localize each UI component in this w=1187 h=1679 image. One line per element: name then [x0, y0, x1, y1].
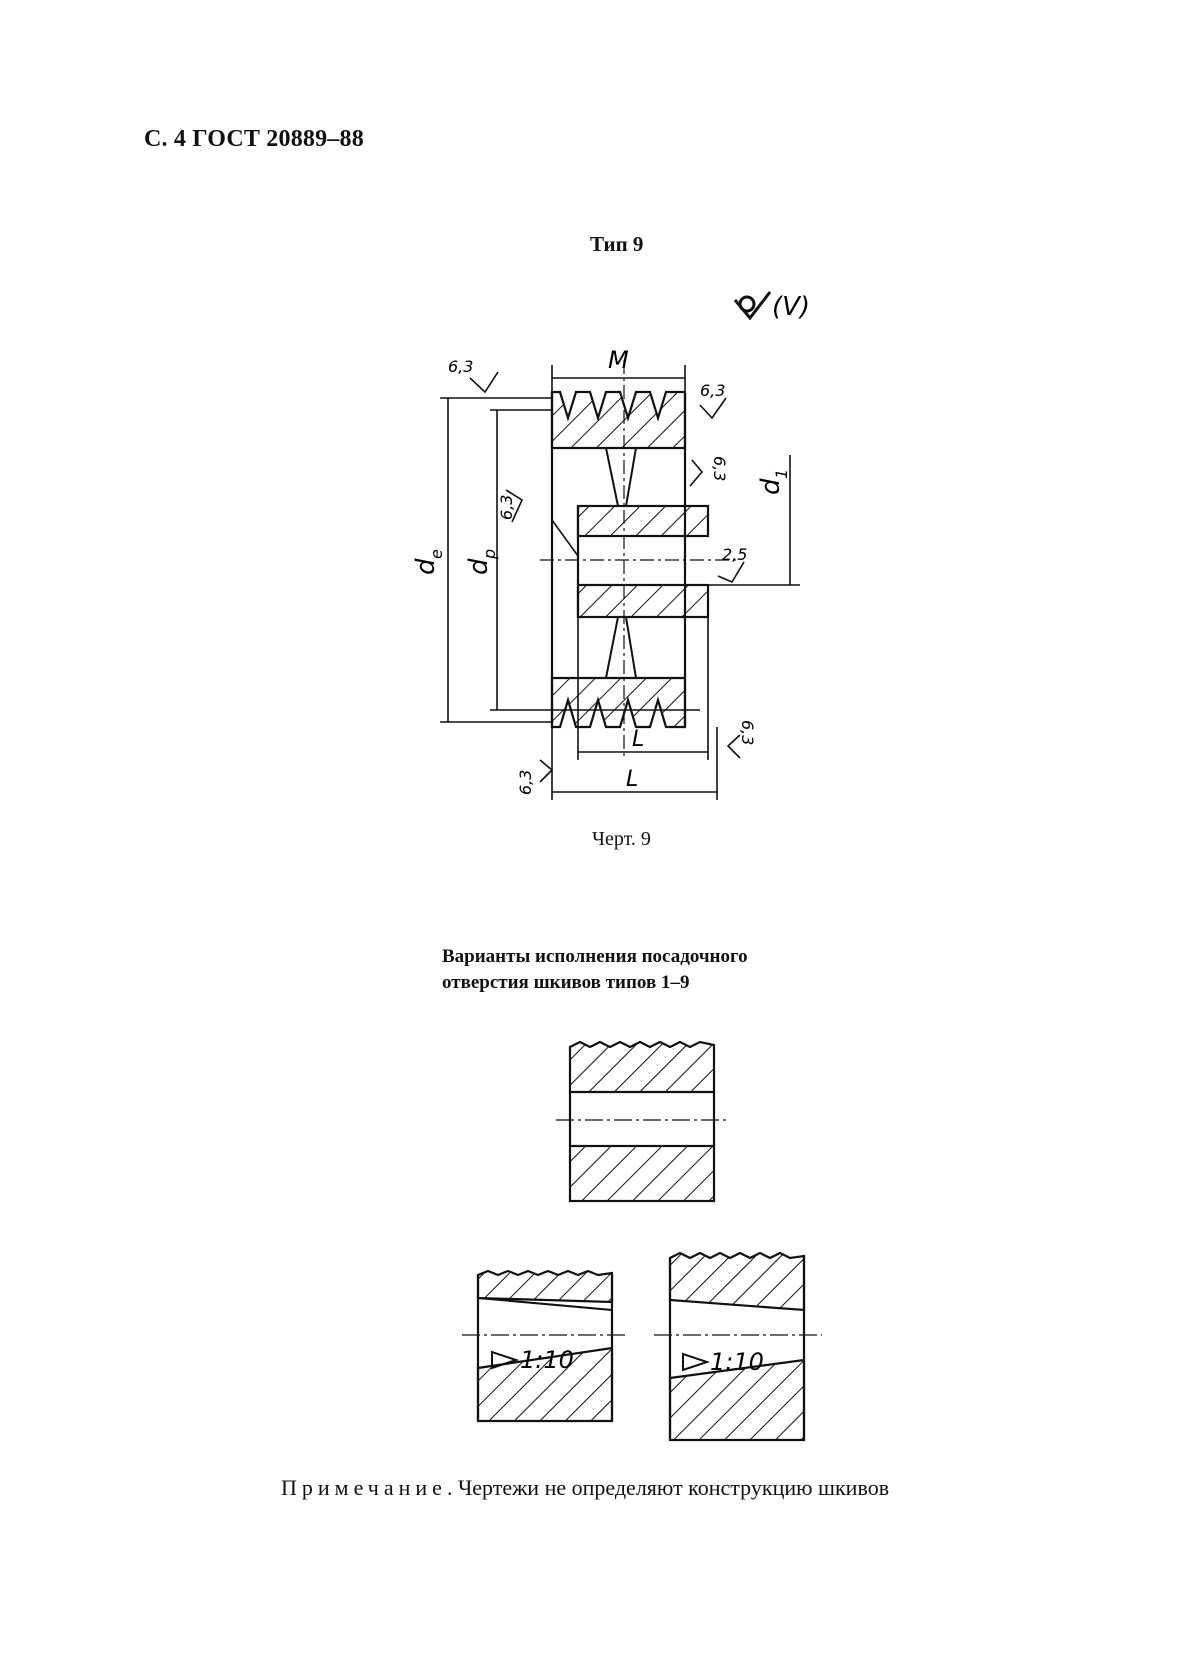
dim-de-sub: e	[427, 549, 446, 559]
dim-d1-label: d	[756, 478, 786, 495]
dim-dp-sub: p	[480, 549, 499, 560]
roughness-label: 6,3	[710, 456, 729, 481]
surface-roughness-general-icon	[733, 291, 772, 321]
bore-variant-cylindrical	[556, 1040, 730, 1203]
roughness-label: 6,3	[448, 357, 473, 376]
roughness-label: 6,3	[497, 495, 516, 520]
roughness-label: 6,3	[700, 381, 725, 400]
note-label: Примечание	[281, 1475, 447, 1500]
dimension-lines	[440, 365, 800, 800]
note: Примечание. Чертежи не определяют констр…	[281, 1475, 889, 1501]
bore-variant-taper-left	[462, 1269, 628, 1423]
variants-title-line2: отверстия шкивов типов 1–9	[442, 972, 690, 993]
roughness-label: 6,3	[516, 770, 535, 795]
taper-left-label: 1:10	[520, 1346, 574, 1374]
note-text: . Чертежи не определяют конструкцию шкив…	[446, 1475, 890, 1500]
dim-de-label: d	[411, 558, 441, 575]
type-label: Тип 9	[590, 232, 644, 256]
bore-variant-taper-right	[654, 1251, 822, 1442]
surface-mark-text: (V)	[772, 292, 810, 322]
figure-caption: Черт. 9	[592, 828, 651, 850]
dim-d1-sub: 1	[772, 469, 791, 479]
roughness-label: 2,5	[722, 545, 747, 564]
variants-title-line1: Варианты исполнения посадочного	[442, 946, 748, 967]
dim-L-outer-label: L	[626, 767, 638, 792]
taper-right-label: 1:10	[710, 1348, 764, 1376]
pulley-section	[540, 360, 740, 760]
dim-L-inner-label: L	[632, 727, 644, 752]
page-header: С. 4 ГОСТ 20889–88	[144, 126, 364, 152]
roughness-label: 6,3	[738, 720, 757, 745]
dim-M-label: M	[608, 346, 629, 374]
variants-title: Варианты исполнения посадочного отверсти…	[442, 944, 748, 996]
dim-dp-label: d	[464, 558, 494, 575]
